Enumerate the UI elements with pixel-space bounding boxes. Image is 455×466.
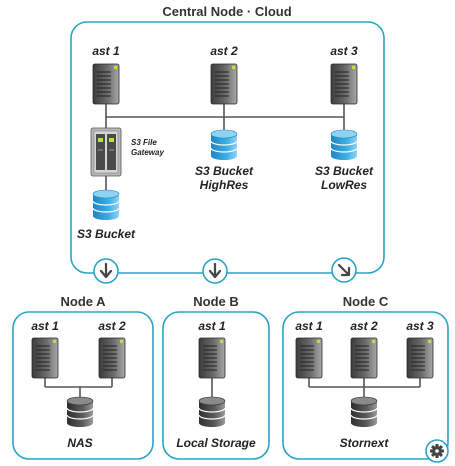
server-label: ast 1 bbox=[92, 44, 120, 58]
central-node-title: Central Node · Cloud bbox=[162, 4, 292, 19]
server-label: ast 2 bbox=[210, 44, 238, 58]
server-icon bbox=[92, 63, 120, 105]
storage-label-sub: LowRes bbox=[320, 178, 367, 192]
server-label: ast 2 bbox=[98, 319, 126, 333]
database-icon bbox=[350, 396, 378, 428]
node-c-box bbox=[282, 311, 449, 460]
arrow-down-icon[interactable] bbox=[202, 258, 228, 284]
bucket-icon bbox=[330, 129, 358, 161]
node-b-title: Node B bbox=[193, 294, 239, 309]
storage-label: Stornext bbox=[339, 436, 389, 450]
database-icon bbox=[66, 396, 94, 428]
storage-label: S3 Bucket bbox=[194, 164, 254, 178]
storage-label: NAS bbox=[67, 436, 93, 450]
file-gateway-icon bbox=[90, 127, 122, 177]
server-icon bbox=[31, 337, 59, 379]
server-icon bbox=[295, 337, 323, 379]
storage-label-sub: HighRes bbox=[199, 178, 249, 192]
server-icon bbox=[198, 337, 226, 379]
server-label: ast 3 bbox=[330, 44, 358, 58]
server-icon bbox=[210, 63, 238, 105]
gear-icon[interactable] bbox=[425, 439, 449, 463]
arrow-down-icon[interactable] bbox=[93, 258, 119, 284]
gateway-label: S3 File Gateway bbox=[131, 138, 164, 157]
server-label: ast 3 bbox=[406, 319, 434, 333]
node-b-box bbox=[162, 311, 270, 460]
node-c-title: Node C bbox=[342, 294, 389, 309]
server-icon bbox=[330, 63, 358, 105]
storage-label: Local Storage bbox=[176, 436, 256, 450]
node-a-box bbox=[12, 311, 154, 460]
database-icon bbox=[198, 396, 226, 428]
server-icon bbox=[350, 337, 378, 379]
bucket-icon bbox=[210, 129, 238, 161]
server-label: ast 1 bbox=[198, 319, 226, 333]
storage-label: S3 Bucket bbox=[76, 227, 136, 241]
bucket-icon bbox=[92, 189, 120, 221]
server-label: ast 1 bbox=[295, 319, 323, 333]
server-icon bbox=[406, 337, 434, 379]
server-label: ast 1 bbox=[31, 319, 59, 333]
server-icon bbox=[98, 337, 126, 379]
server-label: ast 2 bbox=[350, 319, 378, 333]
storage-label: S3 Bucket bbox=[314, 164, 374, 178]
central-connections bbox=[105, 104, 345, 192]
arrow-down-right-icon[interactable] bbox=[331, 257, 357, 283]
node-a-title: Node A bbox=[60, 294, 106, 309]
